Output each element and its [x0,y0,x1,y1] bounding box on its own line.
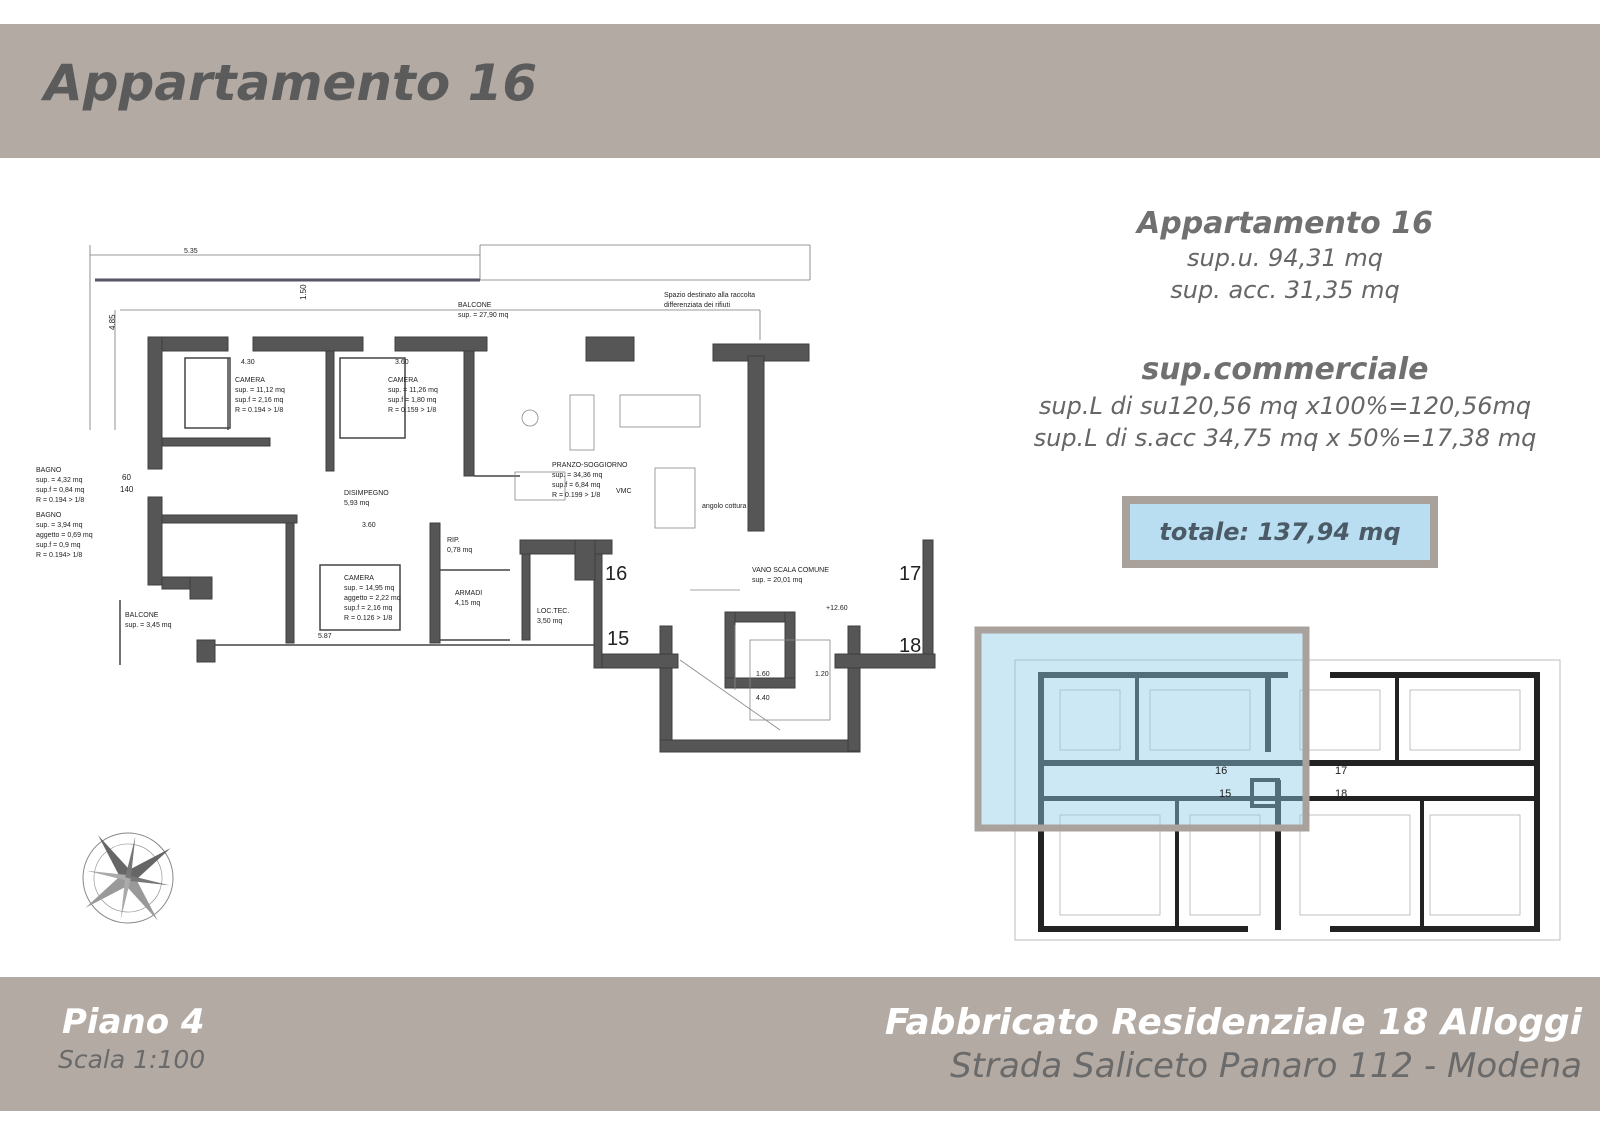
commercial-area-title: sup.commerciale [1141,352,1429,387]
room-label: LOC.TEC. [537,608,569,615]
total-area: totale: 137,94 mq [1130,504,1430,560]
room-area: sup. = 14,95 mq [344,585,395,592]
room-area: 4,15 mq [455,600,480,607]
room-area: sup. = 11,12 mq [235,387,285,394]
room-label: PRANZO-SOGGIORNO [552,462,628,469]
note-text: differenziata dei rifiuti [664,302,730,309]
dimension: 60 [122,473,131,482]
room-label: BAGNO [36,512,62,519]
usable-area: sup.u. 94,31 mq [1187,244,1383,272]
elevation-label: +12.60 [826,605,848,612]
dimension: 5.35 [184,248,198,255]
room-ratio: R = 0.159 > 1/8 [388,407,436,414]
room-area: sup. = 3,94 mq [36,522,83,529]
room-label: VANO SCALA COMUNE [752,567,829,574]
commercial-line-2: sup.L di s.acc 34,75 mq x 50%=17,38 mq [1033,424,1537,452]
room-label: ARMADI [455,590,482,597]
key-apartment-number: 17 [1335,765,1347,777]
room-window: sup.f = 0,84 mq [36,487,85,494]
room-area: sup. = 34,36 mq [552,472,603,479]
room-ratio: R = 0.199 > 1/8 [552,492,600,499]
room-label: BAGNO [36,467,62,474]
apartment-number: 15 [607,628,629,650]
apartment-number: 16 [605,563,627,585]
key-apartment-number: 16 [1215,765,1227,777]
compass-rose-icon [82,832,174,924]
room-window: sup.f = 0,9 mq [36,542,81,549]
room-label: CAMERA [235,377,265,384]
room-area: sup. = 20,01 mq [752,577,803,584]
room-area: 3,50 mq [537,618,562,625]
room-window: sup.f = 2,16 mq [235,397,284,404]
floor-label: Piano 4 [62,1002,205,1042]
room-window: sup.f = 1,80 mq [388,397,437,404]
room-ratio: R = 0.194 > 1/8 [235,407,283,414]
room-ratio: R = 0.194> 1/8 [36,552,82,559]
building-address: Strada Saliceto Panaro 112 - Modena [950,1046,1582,1086]
dimension: 1.50 [299,284,308,300]
page-title: Appartamento 16 [44,54,538,112]
room-area: sup. = 4,32 mq [36,477,83,484]
room-label: DISIMPEGNO [344,490,389,497]
room-area: 0,78 mq [447,547,472,554]
dimension: 4.85 [108,314,117,330]
room-window: sup.f = 2,16 mq [344,605,393,612]
room-label: RIP. [447,537,460,544]
key-apartment-number: 15 [1219,788,1231,800]
total-box: totale: 137,94 mq [1122,496,1438,568]
kitchen-label: angolo cottura [702,503,746,510]
room-label: BALCONE [458,302,492,309]
dimension: 5.87 [318,633,332,640]
dimension: 1.60 [756,671,770,678]
building-key-plan: 16 17 15 18 [974,626,1561,941]
room-label: CAMERA [388,377,418,384]
room-area: sup. = 27,90 mq [458,312,509,319]
room-label: CAMERA [344,575,374,582]
room-label: BALCONE [125,612,159,619]
room-window: sup.f = 6,84 mq [552,482,601,489]
building-name: Fabbricato Residenziale 18 Alloggi [884,1002,1582,1043]
scale-label: Scala 1:100 [58,1045,206,1074]
commercial-line-1: sup.L di su120,56 mq x100%=120,56mq [1038,392,1532,420]
vmc-label: VMC [616,488,632,495]
apartment-number: 17 [899,563,921,585]
header-band [0,24,1600,158]
room-ratio: R = 0.194 > 1/8 [36,497,84,504]
accessory-area: sup. acc. 31,35 mq [1170,276,1400,304]
dimension: 4.30 [241,359,255,366]
dimension: 4.40 [756,695,770,702]
room-overhang: aggetto = 2,22 mq [344,595,401,602]
room-area: 5,93 mq [344,500,369,507]
room-ratio: R = 0.126 > 1/8 [344,615,392,622]
apartment-title: Appartamento 16 [1137,206,1433,241]
room-area: sup. = 11,26 mq [388,387,438,394]
footer-band [0,977,1600,1111]
dimension: 1.20 [815,671,829,678]
room-area: sup. = 3,45 mq [125,622,172,629]
dimension: 3.60 [362,522,376,529]
apartment-number: 18 [899,635,921,657]
dimension: 3.60 [395,359,409,366]
room-overhang: aggetto = 0,69 mq [36,532,93,539]
key-apartment-number: 18 [1335,788,1347,800]
dimension: 140 [120,485,134,494]
note-text: Spazio destinato alla raccolta [664,292,755,299]
